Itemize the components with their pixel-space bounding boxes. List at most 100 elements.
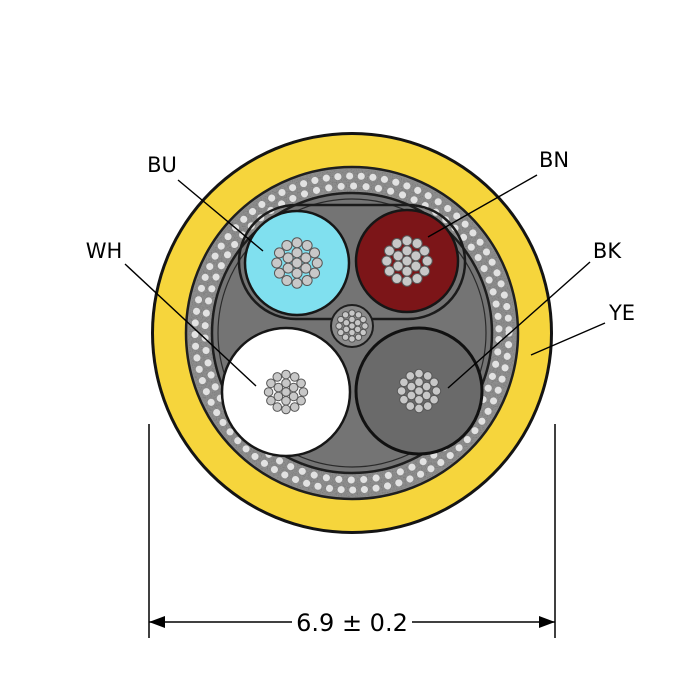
strand — [282, 252, 294, 264]
strand — [401, 275, 413, 287]
strand — [401, 235, 413, 247]
strand — [281, 404, 291, 415]
strand — [281, 378, 291, 388]
label-bk: BK — [593, 239, 622, 263]
strand — [348, 335, 356, 343]
strand — [335, 322, 343, 330]
strand — [429, 394, 439, 405]
strand — [422, 401, 433, 411]
strand — [281, 239, 293, 251]
strand — [272, 372, 283, 382]
strand — [381, 255, 393, 267]
strand — [429, 377, 439, 388]
strand — [421, 381, 432, 392]
strand — [309, 267, 321, 279]
strand — [291, 247, 303, 259]
dim-arrow-left-icon — [149, 616, 165, 628]
strand — [296, 378, 306, 389]
strand — [401, 265, 413, 277]
strand — [309, 247, 321, 259]
strand — [405, 371, 416, 381]
strand — [399, 377, 409, 388]
strand — [271, 257, 283, 269]
strand — [272, 402, 283, 412]
leader-ye — [530, 322, 606, 356]
strand — [406, 381, 417, 392]
strand — [263, 387, 274, 397]
strand — [291, 237, 303, 249]
strand — [301, 275, 313, 287]
strand — [410, 250, 422, 262]
strand — [354, 333, 363, 341]
strand — [273, 382, 284, 393]
strand — [391, 273, 403, 285]
strand — [301, 239, 313, 251]
strand — [266, 378, 276, 389]
strand — [291, 257, 303, 269]
strand — [401, 245, 413, 257]
strand — [414, 368, 424, 379]
strand — [401, 255, 413, 267]
strand — [273, 267, 285, 279]
bundle-wrap — [217, 198, 487, 468]
strand — [298, 387, 309, 397]
strands-wh — [263, 369, 309, 415]
strand — [359, 315, 367, 324]
strands-bk — [396, 368, 442, 414]
strand — [361, 322, 369, 330]
strand — [300, 252, 312, 264]
strand — [414, 386, 424, 396]
strand — [289, 402, 300, 412]
strand — [342, 319, 351, 327]
braid-dots-inner — [201, 182, 503, 484]
strand — [414, 377, 424, 387]
strands-bu — [271, 237, 323, 289]
leader-wh — [124, 263, 257, 387]
strand — [359, 328, 367, 337]
strand — [392, 250, 404, 262]
strand — [348, 309, 356, 317]
strand — [291, 267, 303, 279]
strand — [353, 319, 362, 327]
strand — [266, 395, 276, 406]
strand — [422, 371, 433, 381]
strand — [281, 387, 291, 397]
strand — [341, 311, 350, 319]
strand — [405, 401, 416, 411]
strands-filler — [335, 309, 369, 343]
strand — [391, 237, 403, 249]
strand — [399, 394, 409, 405]
strand — [337, 328, 345, 337]
strand — [291, 277, 303, 289]
label-wh: WH — [86, 239, 123, 263]
strand — [341, 333, 350, 341]
strand — [289, 372, 300, 382]
strand — [414, 403, 424, 414]
dim-text-backing — [292, 606, 412, 639]
strand — [354, 311, 363, 319]
strand — [411, 237, 423, 249]
leader-bn — [427, 174, 538, 238]
leader-bu — [177, 179, 264, 252]
strand — [411, 273, 423, 285]
strand — [396, 386, 407, 396]
dimension-text: 6.9 ± 0.2 — [296, 609, 408, 637]
label-bu: BU — [147, 153, 177, 177]
strand — [431, 386, 442, 396]
strand — [421, 255, 433, 267]
strand — [273, 247, 285, 259]
dimension-annotation: 6.9 ± 0.2 — [148, 424, 556, 639]
leader-bk — [447, 261, 591, 389]
strands-bn — [381, 235, 433, 287]
callouts: BU BN WH BK YE — [86, 148, 635, 389]
strand — [419, 265, 431, 277]
strand — [288, 382, 299, 393]
strand — [281, 369, 291, 380]
strand — [337, 315, 345, 324]
core-group — [210, 191, 494, 475]
label-ye: YE — [608, 301, 635, 325]
strand — [281, 275, 293, 287]
dim-arrow-right-icon — [539, 616, 555, 628]
